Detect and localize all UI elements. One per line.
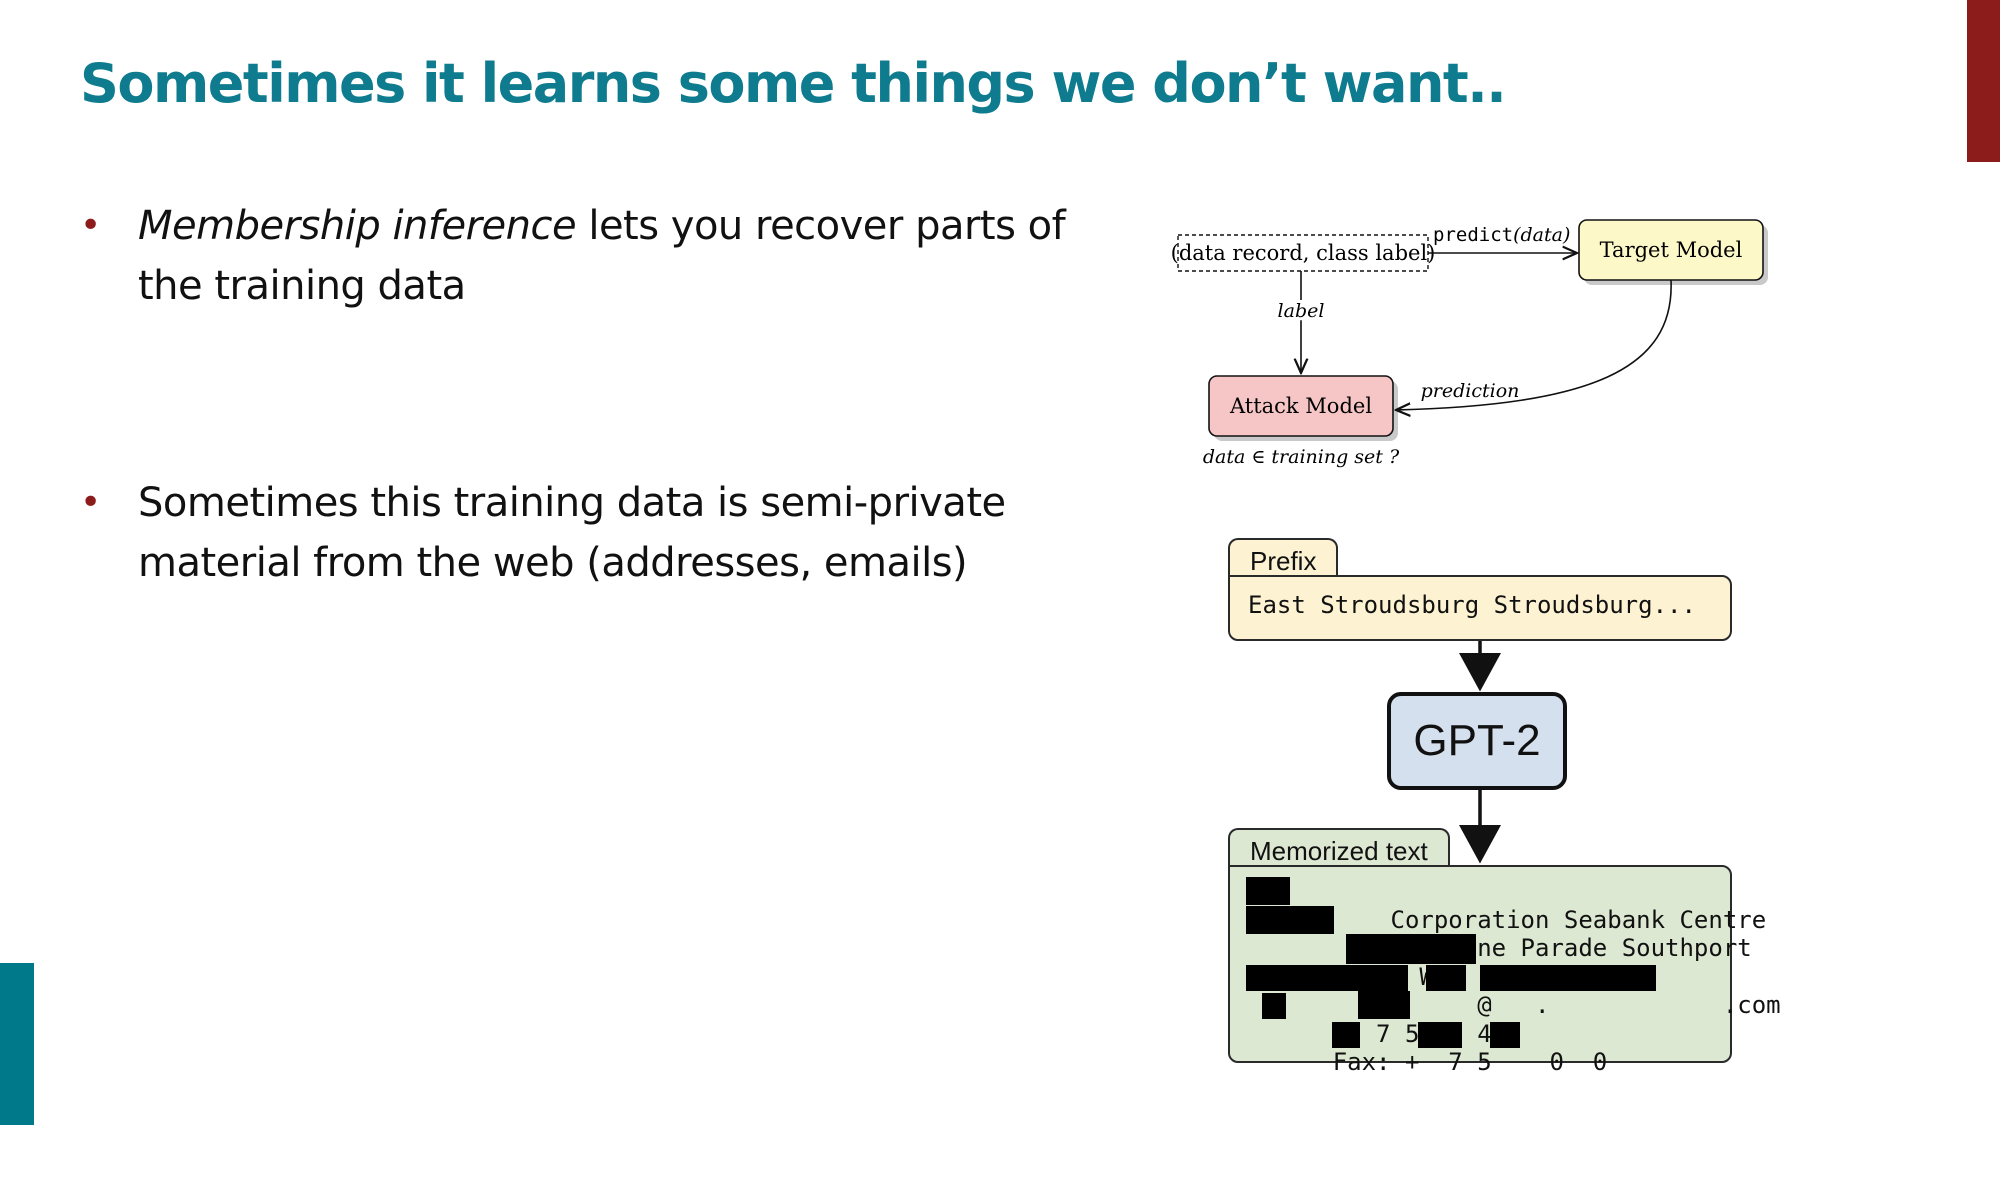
memorized-line: @ . .com — [1246, 963, 1781, 1019]
prefix-panel: East Stroudsburg Stroudsburg... — [1228, 575, 1732, 641]
redaction-bar — [1246, 905, 1334, 934]
predict-edge-label: predict(data) — [1433, 224, 1570, 246]
memorized-text-panel: Corporation Seabank Centre Marine Parade… — [1228, 865, 1781, 1076]
memorized-line: Fax: + 7 5 0 0 — [1246, 1020, 1714, 1076]
prediction-edge-label: prediction — [1421, 380, 1520, 402]
input-node-label: (data record, class label) — [1171, 241, 1436, 265]
output-caption: data ∈ training set ? — [1203, 446, 1400, 468]
redaction-bar — [1358, 991, 1410, 1019]
bullet-emphasis: Membership inference — [138, 203, 577, 249]
redaction-bar — [1332, 1021, 1360, 1048]
redaction-bar — [1246, 964, 1408, 991]
gpt2-label: GPT-2 — [1413, 716, 1541, 765]
redaction-bar — [1490, 1021, 1520, 1048]
memorized-text-tab: Memorized text — [1228, 828, 1450, 873]
memorized-line: Corporation Seabank Centre — [1246, 877, 1766, 934]
bullet-marker: • — [80, 482, 101, 523]
redaction-bar — [1426, 964, 1466, 991]
slide-title: Sometimes it learns some things we don’t… — [80, 52, 1507, 115]
bullet-marker: • — [80, 205, 101, 246]
bullet-text: Sometimes this training data is semi-pri… — [138, 480, 1006, 586]
redaction-bar — [1418, 1021, 1462, 1048]
bullet-rest: lets you recover parts of the training d… — [138, 203, 1066, 309]
membership-inference-svg: (data record, class label) Target Model … — [1171, 219, 1768, 468]
redaction-bar — [1346, 934, 1476, 964]
gpt2-memorization-diagram: Prefix East Stroudsburg Stroudsburg... G… — [1220, 530, 1781, 1076]
top-right-accent-bar — [1967, 0, 2000, 162]
redaction-bar — [1246, 877, 1290, 905]
bullet-text: Membership inference lets you recover pa… — [138, 196, 1118, 316]
membership-inference-diagram: (data record, class label) Target Model … — [1170, 205, 1790, 475]
prefix-tab: Prefix — [1228, 538, 1339, 583]
target-node-label: Target Model — [1600, 238, 1743, 262]
label-edge-label: label — [1278, 300, 1325, 322]
bottom-left-accent-bar — [0, 963, 34, 1125]
redaction-bar — [1480, 964, 1656, 991]
memorized-line: Marine Parade Southport — [1246, 905, 1752, 962]
prediction-edge — [1396, 279, 1672, 410]
memorized-line: + 7 5 40 — [1246, 991, 1714, 1048]
redaction-bar — [1262, 993, 1286, 1019]
gpt2-model-box: GPT-2 — [1387, 692, 1567, 790]
memorization-arrows — [1459, 641, 1501, 864]
memorized-line: Peter W — [1246, 934, 1714, 991]
attack-node-label: Attack Model — [1229, 394, 1372, 418]
attack-node-box — [1208, 375, 1394, 437]
